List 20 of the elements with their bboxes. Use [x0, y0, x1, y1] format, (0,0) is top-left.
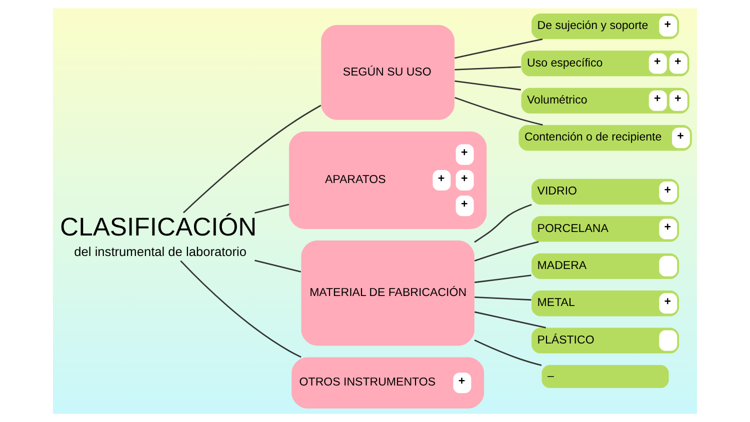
connector	[254, 204, 290, 214]
connector	[474, 296, 532, 301]
connector	[474, 311, 546, 328]
node-box: MATERIAL DE FABRICACIÓN	[301, 240, 474, 346]
node-box: SEGÚN SU USO	[321, 24, 455, 120]
node-box: APARATOS + + + +	[289, 131, 487, 229]
node-box: OTROS INSTRUMENTOS +	[292, 357, 484, 409]
connector	[454, 66, 521, 70]
connector	[474, 340, 542, 366]
node-text: CLASIFICACIÓN del instrumental de laboratorio	[60, 213, 257, 259]
connector	[474, 204, 532, 243]
connector	[454, 38, 543, 59]
node-box: –	[542, 364, 669, 388]
connector	[474, 274, 532, 284]
connector	[454, 80, 521, 90]
connector	[254, 260, 302, 273]
connector	[474, 241, 539, 262]
connector	[454, 96, 543, 126]
connector	[182, 104, 322, 214]
connector	[180, 260, 302, 358]
